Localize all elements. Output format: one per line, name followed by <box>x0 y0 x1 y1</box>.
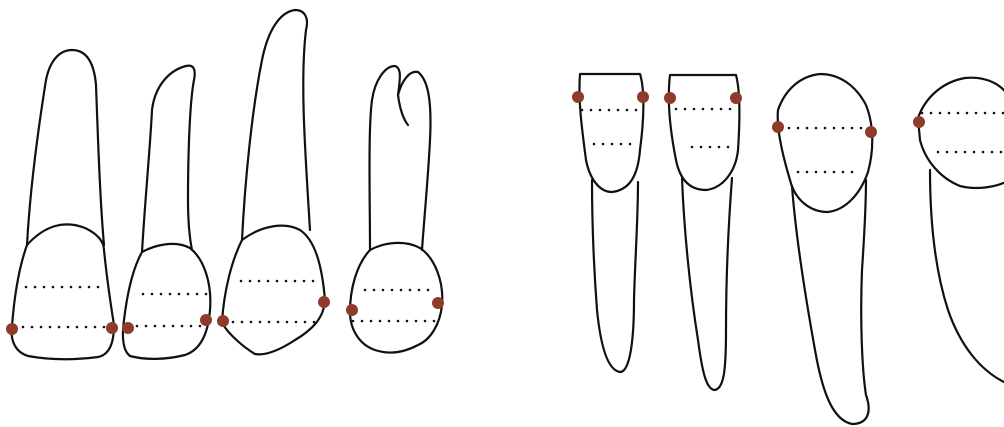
lower-teeth-group <box>572 74 1004 424</box>
lower-contact-points <box>572 91 925 138</box>
lower-tooth-3-root <box>792 180 869 424</box>
upper-tooth-4-crown <box>350 243 442 353</box>
lower-tooth-4 <box>918 78 1004 382</box>
lower-tooth-1 <box>579 74 643 372</box>
contact-point <box>200 314 212 326</box>
lower-tooth-4-root <box>930 170 1004 382</box>
lower-tooth-1-crown <box>579 74 643 192</box>
contact-point <box>106 322 118 334</box>
upper-tooth-3 <box>222 10 325 354</box>
upper-tooth-2-root <box>142 66 195 252</box>
contact-point <box>572 91 584 103</box>
lower-tooth-2-root <box>682 178 732 390</box>
contact-point <box>637 91 649 103</box>
contact-point <box>432 297 444 309</box>
contact-point <box>730 92 742 104</box>
lower-tooth-2 <box>669 75 739 390</box>
upper-tooth-4 <box>350 66 442 352</box>
contact-point <box>6 323 18 335</box>
upper-tooth-4-root <box>370 66 431 250</box>
upper-tooth-3-crown <box>222 226 325 355</box>
upper-tooth-2-crown <box>123 244 210 359</box>
contact-point <box>772 121 784 133</box>
lower-tooth-2-crown <box>669 75 739 190</box>
upper-tooth-3-root <box>242 10 310 240</box>
upper-teeth-group <box>6 10 444 359</box>
lower-tooth-1-root <box>592 180 638 372</box>
contact-point <box>318 296 330 308</box>
upper-tooth-2 <box>123 66 210 359</box>
contact-point <box>122 322 134 334</box>
upper-tooth-4-root-split <box>398 95 408 125</box>
contact-point <box>865 126 877 138</box>
contact-point <box>664 92 676 104</box>
upper-tooth-1-root <box>27 50 104 245</box>
upper-tooth-1-crown <box>12 224 114 359</box>
upper-tooth-1 <box>12 50 114 359</box>
contact-point <box>913 116 925 128</box>
contact-point <box>346 304 358 316</box>
contact-point <box>217 315 229 327</box>
lower-tooth-3 <box>778 74 873 424</box>
